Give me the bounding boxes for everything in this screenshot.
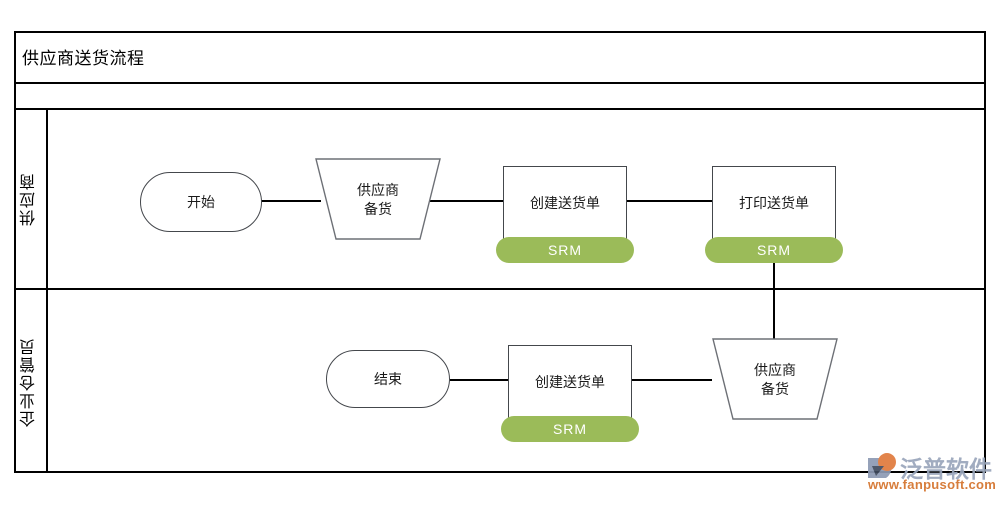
node-end-label: 结束 (374, 371, 402, 387)
watermark-brand: 泛普软件 (900, 456, 992, 482)
trapezoid-shape-icon (712, 338, 838, 420)
connector-create-bottom-to-end (450, 379, 508, 381)
node-end[interactable]: 结束 (326, 350, 450, 408)
page-title: 供应商送货流程 (22, 49, 145, 68)
node-supplier-prep-top[interactable]: 供应商 备货 (314, 157, 442, 241)
node-create-delivery-note-top[interactable]: 创建送货单 SRM (496, 166, 634, 263)
node-create-delivery-note-top-label: 创建送货单 (530, 195, 600, 211)
node-supplier-prep-bottom-label: 供应商 备货 (754, 362, 796, 397)
connector-prep-to-create (420, 200, 504, 202)
node-create-delivery-note-bottom[interactable]: 创建送货单 SRM (501, 345, 639, 442)
watermark-url: www.fanpusoft.com (868, 477, 997, 492)
swimlane-label-warehouse: 企业仓管员 (14, 290, 48, 473)
watermark: 泛普软件 www.fanpusoft.com (866, 450, 996, 496)
node-start-label: 开始 (187, 194, 215, 210)
swimlane-supplier: 供应商 (14, 110, 986, 290)
fanpu-logo-icon (868, 453, 896, 478)
node-create-delivery-note-bottom-label: 创建送货单 (535, 374, 605, 390)
swimlane-label-supplier: 供应商 (14, 110, 48, 288)
node-print-delivery-note-label: 打印送货单 (739, 195, 809, 211)
badge-srm-print: SRM (705, 237, 843, 263)
connector-print-to-prep-bottom (773, 240, 775, 344)
node-print-delivery-note[interactable]: 打印送货单 SRM (705, 166, 843, 263)
connector-prep-bottom-to-create-bottom (632, 379, 712, 381)
swimlane-warehouse: 企业仓管员 (14, 290, 986, 473)
badge-srm-create-bottom: SRM (501, 416, 639, 442)
diagram-title-row: 供应商送货流程 (14, 31, 986, 84)
diagram-frame (14, 31, 986, 473)
node-supplier-prep-top-label: 供应商 备货 (357, 182, 399, 217)
header-spacer-row (14, 84, 986, 110)
node-supplier-prep-bottom[interactable]: 供应商 备货 (711, 337, 839, 421)
badge-srm-create-top: SRM (496, 237, 634, 263)
connector-start-to-prep (261, 200, 321, 202)
node-start[interactable]: 开始 (140, 172, 262, 232)
trapezoid-shape-icon (315, 158, 441, 240)
connector-create-to-print (627, 200, 713, 202)
